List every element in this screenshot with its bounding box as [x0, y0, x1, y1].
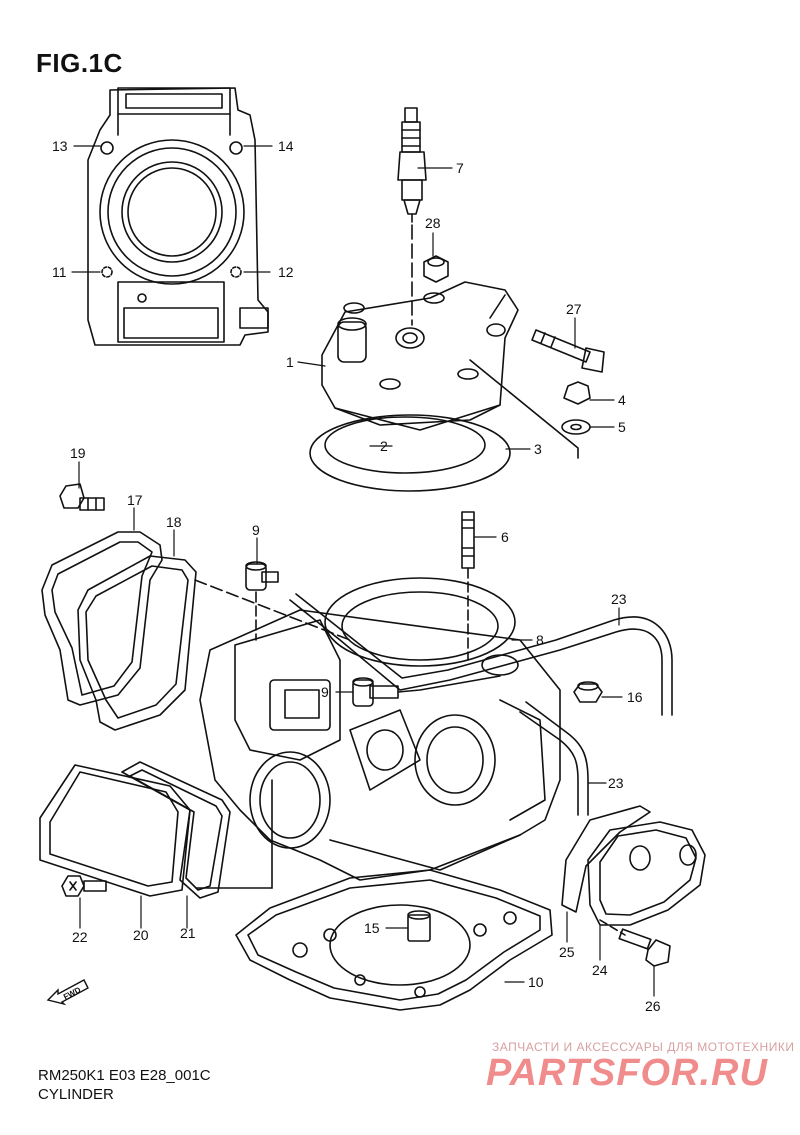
callout-25: 25 [559, 944, 575, 960]
bolt-27 [531, 329, 605, 373]
callout-27: 27 [566, 301, 582, 317]
gasket-21 [121, 761, 231, 899]
stud-6 [461, 511, 475, 569]
callout-13: 13 [52, 138, 68, 154]
gasket-25 [561, 805, 651, 913]
cap-nut-4 [563, 381, 591, 405]
callout-17: 17 [127, 492, 143, 508]
callout-10: 10 [528, 974, 544, 990]
washer-5 [561, 419, 591, 435]
callout-leader-lines [71, 145, 655, 997]
callout-7: 7 [456, 160, 464, 176]
cylinder-base-gasket-8 [324, 577, 516, 667]
cylinder-top-view-inset [87, 87, 269, 346]
callout-1: 1 [286, 354, 294, 370]
o-ring-2 [324, 416, 486, 474]
callout-16: 16 [627, 689, 643, 705]
exhaust-valve-cover-24 [587, 821, 706, 926]
callout-24: 24 [592, 962, 608, 978]
breather-hose-23a [289, 599, 663, 716]
watermark-logo: PARTSFOR.RU [486, 1052, 768, 1094]
cylinder-body [199, 609, 561, 881]
forward-arrow-icon: FWD [46, 979, 89, 1006]
callout-15: 15 [364, 920, 380, 936]
watermark-tagline: ЗАПЧАСТИ И АКСЕССУАРЫ ДЛЯ МОТОТЕХНИКИ [492, 1040, 795, 1054]
callout-12: 12 [278, 264, 294, 280]
callout-21: 21 [180, 925, 196, 941]
cover-gasket-18 [77, 555, 197, 731]
cylinder-head [321, 281, 519, 431]
diagram-caption: CYLINDER [38, 1086, 114, 1103]
callout-11: 11 [52, 264, 67, 280]
callout-3: 3 [534, 441, 542, 457]
dowel-15 [407, 910, 431, 942]
callout-6: 6 [501, 529, 509, 545]
callout-19: 19 [70, 445, 86, 461]
callout-9-mid: 9 [321, 684, 329, 700]
figure-title: FIG.1C [36, 48, 123, 78]
cover-gasket-17 [41, 531, 163, 706]
o-ring-3 [309, 414, 511, 492]
callout-labels: 13 14 11 12 7 28 27 1 4 5 2 3 19 17 18 9… [52, 138, 661, 1014]
callout-2: 2 [380, 438, 388, 454]
callout-23-top: 23 [611, 591, 627, 607]
callout-20: 20 [133, 927, 149, 943]
callout-4: 4 [618, 392, 626, 408]
cap-16 [573, 681, 603, 703]
bolt-22 [61, 875, 107, 897]
bolt-19 [59, 483, 105, 511]
bolt-26 [618, 928, 671, 967]
nut-28 [423, 255, 449, 283]
callout-14: 14 [278, 138, 294, 154]
elbow-fitting-9a [245, 561, 279, 591]
breather-hose-23b [519, 711, 579, 816]
callout-5: 5 [618, 419, 626, 435]
callout-22: 22 [72, 929, 88, 945]
diagram-code: RM250K1 E03 E28_001C [38, 1067, 211, 1084]
spark-plug [397, 107, 427, 223]
callout-9-top: 9 [252, 522, 260, 538]
callout-26: 26 [645, 998, 661, 1014]
cylinder-base-gasket-10 [235, 869, 553, 1011]
callout-28: 28 [425, 215, 441, 231]
callout-18: 18 [166, 514, 182, 530]
callout-8: 8 [536, 632, 544, 648]
callout-23-bottom: 23 [608, 775, 624, 791]
cover-20 [39, 764, 191, 897]
